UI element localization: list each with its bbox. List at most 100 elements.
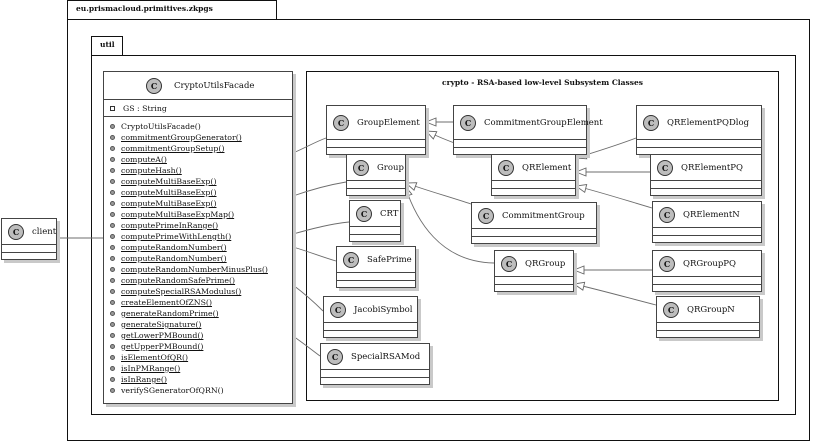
operation-text: computeMultiBaseExp() (121, 177, 217, 186)
operation-text: getUpperPMBound() (121, 342, 204, 351)
class-attributes (492, 181, 575, 189)
operation-text: isInRange() (121, 375, 168, 384)
class-client[interactable]: C client (1, 218, 57, 260)
public-visibility-icon (110, 223, 115, 228)
public-visibility-icon (110, 190, 115, 195)
public-visibility-icon (110, 256, 115, 261)
class-name: QRElementPQ (681, 162, 743, 173)
operations-list: CryptoUtilsFacade()commitmentGroupGenera… (104, 117, 292, 396)
operation-row: generateRandomPrime() (110, 308, 292, 319)
class-operations (472, 237, 596, 244)
operation-row: commitmentGroupGenerator() (110, 132, 292, 143)
class-qrgroupn[interactable]: C QRGroupN (656, 296, 760, 338)
class-attributes (637, 140, 761, 148)
operation-text: verifySGeneratorOfQRN() (121, 386, 224, 395)
class-groupelement[interactable]: C GroupElement (326, 105, 426, 155)
class-qrelementpq[interactable]: C QRElementPQ (650, 154, 762, 196)
class-name: SpecialRSAMod (351, 351, 421, 362)
public-visibility-icon (110, 322, 115, 327)
class-stereotype-icon: C (353, 159, 369, 176)
class-operations (495, 285, 573, 292)
operation-text: computeRandomNumber() (121, 243, 227, 252)
class-attributes (472, 229, 596, 237)
class-stereotype-icon: C (460, 114, 476, 131)
class-operations (2, 253, 56, 260)
class-attributes (2, 245, 56, 253)
class-attributes (324, 323, 417, 331)
class-safeprime[interactable]: C SafePrime (336, 246, 416, 288)
class-group[interactable]: C Group (346, 154, 406, 196)
operation-text: commitmentGroupSetup() (121, 144, 225, 153)
operation-text: commitmentGroupGenerator() (121, 133, 242, 142)
class-qrgrouppq[interactable]: C QRGroupPQ (652, 250, 762, 292)
public-visibility-icon (110, 344, 115, 349)
class-cryptoutilsfacade[interactable]: C CryptoUtilsFacade GS : String CryptoUt… (103, 71, 293, 404)
class-qrgroup[interactable]: C QRGroup (494, 250, 574, 292)
private-visibility-icon (110, 105, 115, 111)
public-visibility-icon (110, 135, 115, 140)
class-attributes (337, 273, 415, 281)
operation-row: computeSpecialRSAModulus() (110, 286, 292, 297)
class-stereotype-icon: C (327, 348, 343, 365)
operation-text: computeMultiBaseExp() (121, 199, 217, 208)
class-operations (653, 285, 761, 292)
operation-text: computeRandomNumberMinusPlus() (121, 265, 268, 274)
class-name: QRElementPQDlog (667, 117, 750, 128)
class-attributes (454, 140, 586, 148)
class-stereotype-icon: C (146, 77, 162, 94)
operation-row: isInPMRange() (110, 363, 292, 374)
class-operations (653, 236, 761, 243)
public-visibility-icon (110, 355, 115, 360)
class-operations (324, 331, 417, 338)
gen-qrgroup-group (405, 186, 495, 264)
class-qrelementpqdlog[interactable]: C QRElementPQDlog (636, 105, 762, 155)
class-stereotype-icon: C (643, 114, 659, 131)
link-facade-groupelement (292, 137, 327, 154)
class-attributes (653, 277, 761, 285)
public-visibility-icon (110, 146, 115, 151)
class-qrelement[interactable]: C QRElement (491, 154, 576, 196)
class-stereotype-icon: C (478, 207, 494, 224)
operation-text: isElementOfQR() (121, 353, 189, 362)
class-operations (651, 189, 761, 196)
operation-row: computePrimeInRange() (110, 220, 292, 231)
operation-row: getUpperPMBound() (110, 341, 292, 352)
class-specialrsamod[interactable]: C SpecialRSAMod (320, 343, 430, 385)
operation-row: computeRandomNumberMinusPlus() (110, 264, 292, 275)
public-visibility-icon (110, 212, 115, 217)
class-stereotype-icon: C (501, 255, 517, 272)
gen-commitmentgroup-group (406, 183, 472, 205)
class-operations (350, 235, 400, 242)
link-facade-jacobisymbol (292, 284, 324, 312)
public-visibility-icon (110, 377, 115, 382)
class-qrelementn[interactable]: C QRElementN (652, 201, 762, 243)
operation-row: computeRandomSafePrime() (110, 275, 292, 286)
class-jacobisymbol[interactable]: C JacobiSymbol (323, 296, 418, 338)
public-visibility-icon (110, 168, 115, 173)
class-name: QRElement (522, 162, 572, 173)
operation-text: computePrimeWithLength() (121, 232, 232, 241)
operation-text: computePrimeInRange() (121, 221, 219, 230)
class-crt[interactable]: C CRT (349, 200, 401, 242)
public-visibility-icon (110, 124, 115, 129)
operation-text: computeRandomNumber() (121, 254, 227, 263)
class-attributes (651, 181, 761, 189)
operation-row: computeMultiBaseExpMap() (110, 209, 292, 220)
public-visibility-icon (110, 289, 115, 294)
gen-qrgroupn-qrgroup (574, 284, 657, 306)
operation-row: verifySGeneratorOfQRN() (110, 385, 292, 396)
class-commitmentgroup[interactable]: C CommitmentGroup (471, 202, 597, 244)
class-attributes (321, 370, 429, 378)
class-name: QRElementN (683, 209, 740, 220)
class-attributes (653, 228, 761, 236)
public-visibility-icon (110, 366, 115, 371)
public-visibility-icon (110, 278, 115, 283)
class-operations (492, 189, 575, 196)
operation-text: computeSpecialRSAModulus() (121, 287, 242, 296)
class-name: JacobiSymbol (354, 304, 413, 315)
class-operations (657, 331, 759, 338)
class-commitmentgroupelement[interactable]: C CommitmentGroupElement (453, 105, 603, 155)
class-attributes (347, 181, 405, 189)
package-name-outer: eu.prismacloud.primitives.zkpgs (76, 4, 213, 13)
